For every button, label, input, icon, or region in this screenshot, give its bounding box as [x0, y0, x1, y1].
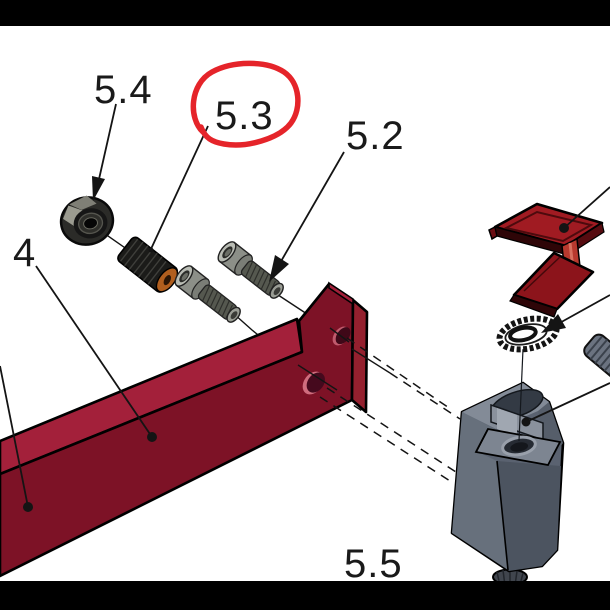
alignment-lines: [319, 337, 461, 482]
block-notch: [490, 388, 544, 442]
label-part-5-4: 5.4: [94, 68, 153, 112]
leader-5-3-end: [148, 247, 154, 253]
arrowhead-washer: [541, 314, 566, 333]
leader-washer: [555, 294, 610, 326]
leader-bracket: [563, 186, 610, 229]
leader-4: [35, 265, 153, 438]
leader-5-2: [275, 151, 345, 271]
hole-lower-centerline: [297, 364, 338, 391]
leader-offscreen-left-dot: [23, 502, 33, 512]
letterbox-bottom: [0, 581, 610, 610]
leader-bracket-dot: [559, 223, 569, 233]
bracket-arm-edge: [523, 256, 561, 292]
block-right-face: [497, 461, 561, 571]
arrowhead-5-4: [92, 176, 105, 201]
leader-block: [525, 382, 610, 423]
clamp-bracket: [488, 202, 605, 318]
set-screw-threads: [119, 238, 167, 285]
nut-facet-top: [69, 195, 97, 210]
threaded-stud: [492, 568, 528, 586]
leader-5-3: [150, 125, 209, 250]
arrowhead-5-2: [269, 255, 289, 282]
beam-end-face: [350, 298, 369, 414]
washer-block-centerline: [518, 348, 524, 442]
leader-offscreen-left: [0, 365, 29, 508]
hole-upper-centerline: [329, 327, 350, 343]
dash-line-upper: [346, 337, 453, 411]
label-part-5-5: 5.5: [344, 542, 403, 586]
label-part-4: 4: [13, 231, 36, 275]
label-part-5-3: 5.3: [215, 94, 274, 138]
leader-5-4: [96, 103, 117, 189]
bracket-arm-band: [509, 294, 558, 318]
block-step-hole: [501, 435, 537, 457]
set-screw-5-3: [117, 236, 179, 293]
letterbox-top: [0, 0, 610, 26]
leader-block-dot: [521, 417, 531, 427]
dash-line-upper2: [389, 372, 461, 420]
callout-leaders: [0, 103, 610, 512]
beam-part-4: [0, 281, 369, 578]
dash-line-lower2: [319, 396, 451, 482]
highlight-circle-annotation: [190, 60, 301, 148]
leader-4-dot: [147, 432, 157, 442]
dash-line-lower1: [326, 387, 457, 473]
callout-labels: 5.4 5.3 5.2 4 5.5: [13, 68, 405, 586]
label-part-5-2: 5.2: [346, 114, 405, 158]
pivot-block-5-5: [450, 348, 565, 586]
lock-nut-5-4: [59, 195, 115, 246]
bracket-plate-inset: [503, 210, 594, 243]
beam-plate-top-strip: [328, 281, 354, 306]
solid-line-upper: [351, 348, 391, 374]
block-left-face: [452, 412, 508, 570]
block-edge-lines: [475, 428, 509, 571]
